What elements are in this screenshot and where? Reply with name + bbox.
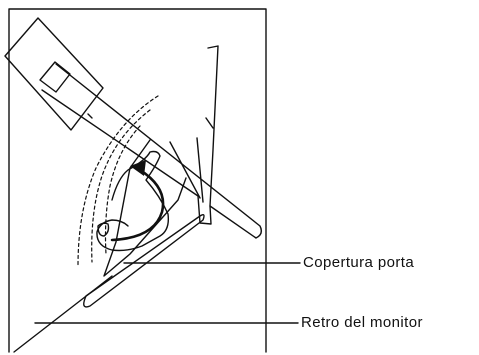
port-cover-panel (103, 139, 187, 277)
cable-plate (196, 45, 219, 207)
monitor-back-panel (8, 8, 267, 353)
monitor-edge (13, 275, 113, 353)
open-direction-arrow (110, 168, 165, 242)
stand-connector (39, 61, 71, 93)
monitor-slot (83, 213, 205, 308)
stand-base-plate (4, 17, 104, 131)
dashed-contour-inner (104, 125, 141, 255)
dashed-contour-mid (91, 109, 151, 263)
stand-arm-detail (87, 113, 214, 199)
hand-outline (96, 150, 170, 252)
callout-monitor-back: Retro del monitor (301, 314, 423, 331)
dashed-contour-outer (77, 95, 159, 267)
stand-arm (41, 63, 263, 239)
finger-nail (97, 222, 110, 237)
arrow-head-icon (130, 160, 146, 176)
callout-port-cover: Copertura porta (303, 254, 415, 271)
